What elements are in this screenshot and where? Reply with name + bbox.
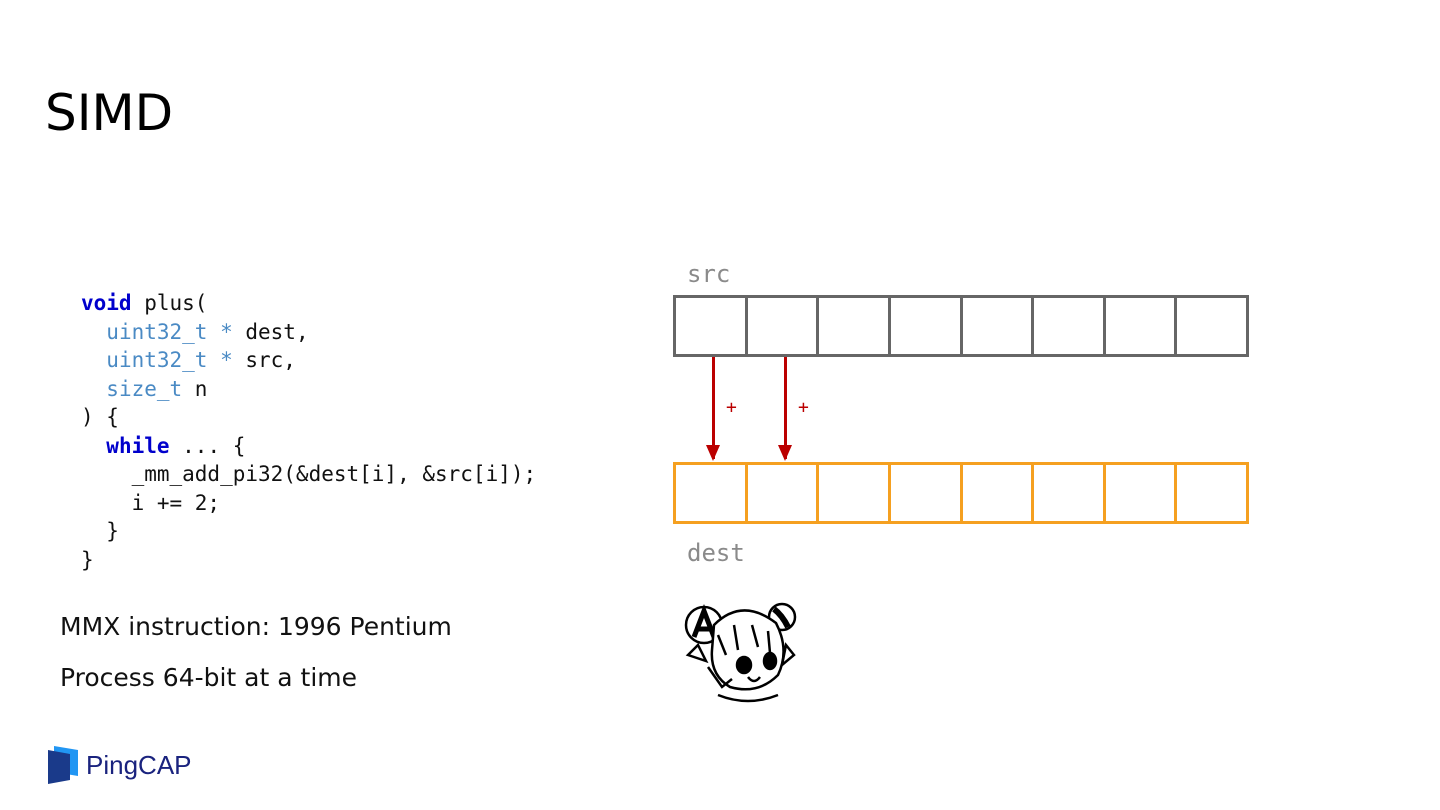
src-cell <box>1031 295 1106 357</box>
bullet-64bit: Process 64-bit at a time <box>60 663 357 692</box>
pingcap-logo: PingCAP <box>48 746 192 784</box>
code-line: } <box>81 547 94 572</box>
src-label: src <box>687 260 731 288</box>
dest-cell <box>816 462 891 524</box>
code-line: size_t n <box>106 376 208 401</box>
src-cell <box>1174 295 1249 357</box>
plus-operator: + <box>726 397 737 418</box>
code-line: ) { <box>81 405 119 429</box>
add-arrow-icon <box>706 357 720 461</box>
dest-label: dest <box>687 539 745 567</box>
code-line: i += 2; <box>81 490 221 515</box>
anime-mascot-icon <box>678 595 806 712</box>
code-line: void plus( <box>81 291 208 315</box>
src-cell <box>744 295 820 357</box>
src-cell <box>1102 295 1178 357</box>
code-line: } <box>81 519 119 543</box>
dest-cell <box>1174 462 1249 524</box>
code-line: _mm_add_pi32(&dest[i], &src[i]); <box>81 462 537 486</box>
code-line: while ... { <box>106 433 246 458</box>
code-line: uint32_t * src, <box>106 348 296 372</box>
dest-cell <box>887 462 963 524</box>
code-block: void plus( uint32_t * dest, uint32_t * s… <box>81 289 536 574</box>
add-arrow-icon <box>778 357 792 461</box>
dest-cell <box>744 462 820 524</box>
code-line: uint32_t * dest, <box>106 319 309 344</box>
src-cell <box>887 295 963 357</box>
dest-cell <box>959 462 1035 524</box>
src-cell <box>673 295 748 357</box>
src-cell <box>816 295 891 357</box>
dest-cell <box>1102 462 1178 524</box>
src-cell <box>959 295 1035 357</box>
logo-text: PingCAP <box>86 749 192 780</box>
bullet-mmx: MMX instruction: 1996 Pentium <box>60 612 452 641</box>
src-register <box>673 295 1249 357</box>
pingcap-logo-icon <box>48 746 78 784</box>
plus-operator: + <box>798 397 809 418</box>
dest-cell <box>673 462 748 524</box>
slide-title: SIMD <box>45 84 174 142</box>
dest-cell <box>1031 462 1106 524</box>
dest-register <box>673 462 1249 524</box>
